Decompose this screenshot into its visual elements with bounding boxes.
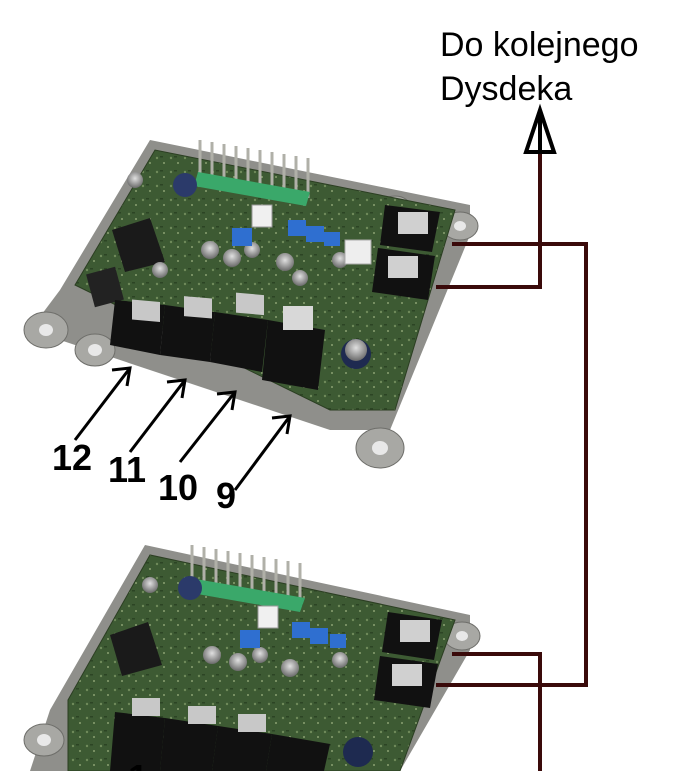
port-label-12: 12 — [52, 437, 92, 478]
arrow-port-11 — [128, 379, 187, 453]
up-arrow-icon — [523, 103, 557, 154]
wire-upper-to-next — [436, 152, 542, 289]
destination-label-line1: Do kolejnego — [440, 26, 638, 64]
upper-green-terminal — [194, 172, 310, 206]
arrow-port-9 — [233, 415, 292, 491]
wire-upper-to-lower — [436, 242, 588, 687]
lower-pin-header — [190, 545, 302, 603]
port-arrows — [73, 366, 292, 491]
upper-controller-board — [23, 140, 479, 469]
port-label-9: 9 — [216, 475, 236, 516]
lower-main-chip — [110, 622, 162, 676]
upper-capacitors — [127, 172, 371, 369]
lower-rj-sockets — [110, 698, 330, 771]
destination-label-line2: Dysdeka — [440, 70, 572, 108]
wire-lower-to-next — [452, 652, 542, 771]
port-label-11: 11 — [108, 449, 146, 490]
upper-main-chip — [112, 218, 165, 272]
upper-rj-sockets — [110, 292, 325, 390]
upper-trimmers — [232, 204, 340, 246]
upper-right-sockets — [344, 205, 440, 300]
lower-right-sockets — [374, 612, 442, 708]
port-label-10: 10 — [158, 467, 198, 508]
upper-small-chip — [86, 266, 124, 308]
arrow-port-10 — [178, 391, 237, 463]
arrow-port-12 — [73, 367, 132, 441]
lower-controller-board — [23, 545, 481, 771]
lower-port-label-partial: 1 — [128, 757, 148, 771]
connection-wires — [436, 152, 588, 771]
lower-green-terminal — [186, 578, 305, 612]
lower-trimmers — [240, 605, 346, 648]
lower-capacitors — [142, 576, 373, 767]
